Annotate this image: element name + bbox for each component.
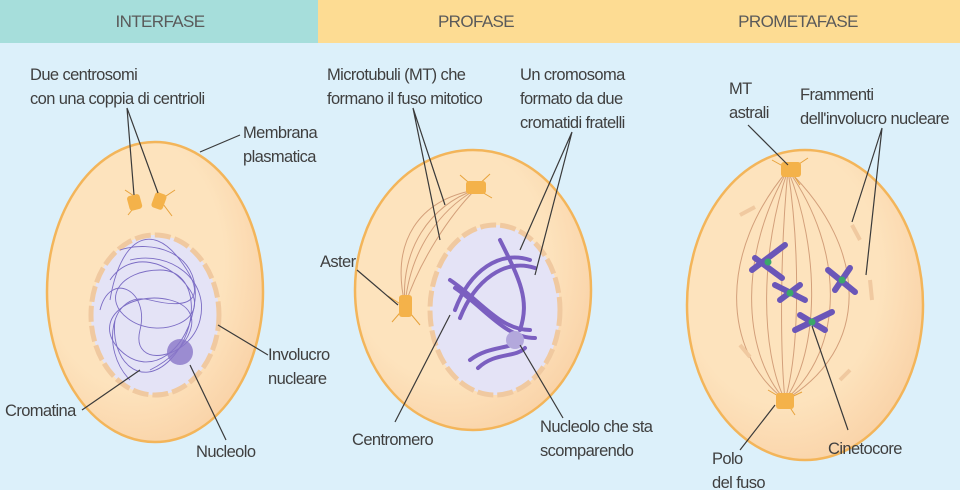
spindle-microtubules <box>400 189 476 306</box>
label-pole-2: del fuso <box>712 474 765 490</box>
label-astral-2: astrali <box>729 104 769 122</box>
label-microtubules-1: Microtubuli (MT) che <box>327 66 466 84</box>
header-other-bg <box>318 0 960 43</box>
label-kinetochore: Cinetocore <box>828 440 902 458</box>
prophase-cell <box>353 148 593 432</box>
label-centromere: Centromero <box>352 431 434 449</box>
prometaphase-cell <box>685 148 925 462</box>
label-chromosome-1: Un cromosoma <box>520 66 626 84</box>
header-interphase: INTERFASE <box>115 12 204 31</box>
label-pole-1: Polo <box>712 450 743 468</box>
envelope-fragments <box>738 205 874 382</box>
nuclear-envelope <box>427 222 563 398</box>
label-centrosomes-2: con una coppia di centrioli <box>30 90 205 108</box>
plasma-membrane <box>685 148 925 462</box>
label-chromatin: Cromatina <box>5 402 77 420</box>
header-prometaphase: PROMETAFASE <box>738 12 858 31</box>
label-membrane-2: plasmatica <box>243 148 317 166</box>
label-nucleolus-disappearing-1: Nucleolo che sta <box>540 418 654 436</box>
spindle-pole-bottom <box>767 389 803 416</box>
label-nucleolus: Nucleolo <box>196 443 256 461</box>
chromatin <box>99 238 202 381</box>
label-microtubules-2: formano il fuso mitotico <box>327 90 483 108</box>
header-prophase: PROFASE <box>438 12 514 31</box>
nucleolus <box>506 331 524 349</box>
label-fragments-2: dell'involucro nucleare <box>800 110 949 128</box>
spindle-pole-top <box>771 157 809 186</box>
header-interphase-bg <box>0 0 318 43</box>
chromosomes <box>448 238 537 370</box>
leader-lines <box>81 107 883 451</box>
label-envelope-2: nucleare <box>268 370 327 388</box>
aster <box>387 295 421 326</box>
label-chromosome-3: cromatidi fratelli <box>520 114 625 132</box>
centrosome-top <box>459 173 493 199</box>
nucleolus <box>167 339 193 365</box>
label-membrane-1: Membrana <box>243 124 318 142</box>
centrosome-pair <box>124 189 176 217</box>
label-chromosome-2: formato da due <box>520 90 623 108</box>
label-centrosomes-1: Due centrosomi <box>30 66 137 84</box>
kinetochores <box>764 258 846 326</box>
label-aster: Aster <box>320 253 357 271</box>
label-fragments-1: Frammenti <box>800 86 873 104</box>
interphase-cell <box>45 140 265 444</box>
spindle-microtubules <box>736 169 850 401</box>
label-nucleolus-disappearing-2: scomparendo <box>540 442 634 460</box>
label-envelope-1: Involucro <box>268 346 330 364</box>
label-astral-1: MT <box>729 80 752 98</box>
